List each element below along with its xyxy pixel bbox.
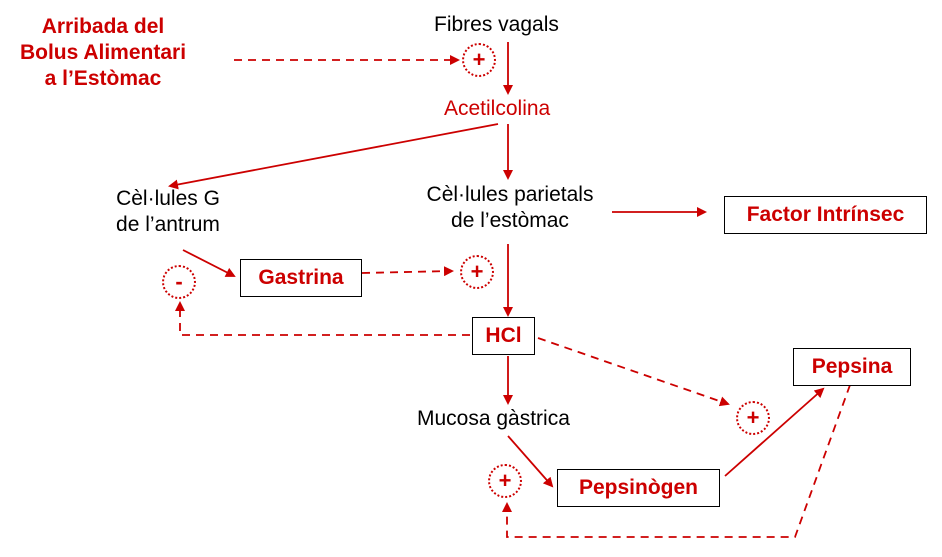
arrow-gastrin-to-parietal-plus xyxy=(361,266,454,277)
bolus-arrival-line3: a l’Estòmac xyxy=(44,67,162,90)
arrow-hcl-to-g-cells-minus xyxy=(175,301,470,336)
bolus-arrival-line1: Arribada del xyxy=(41,15,165,38)
arrow-g-cells-to-gastrin xyxy=(182,249,236,277)
arrow-pepsin-to-pepsinogen-plus xyxy=(502,384,851,538)
parietal-cells-label: Cèl·lules parietals de l’estòmac xyxy=(395,182,625,234)
acetylcholine-label: Acetilcolina xyxy=(444,97,551,120)
pepsin-box: Pepsina xyxy=(793,348,911,386)
arrow-hcl-to-pepsin-plus xyxy=(537,337,730,407)
parietal-cells-line2: de l’estòmac xyxy=(451,209,569,232)
vagal-fibres-label: Fibres vagals xyxy=(434,13,559,36)
bolus-arrival-line2: Bolus Alimentari xyxy=(19,41,187,64)
pepsinogen-plus-sign: + xyxy=(488,464,522,498)
arrow-mucosa-to-pepsinogen xyxy=(507,435,554,488)
gastric-mucosa-label: Mucosa gàstrica xyxy=(417,407,570,430)
bolus-arrival-label: Arribada del Bolus Alimentari a l’Estòma… xyxy=(8,14,198,92)
parietal-cells-line1: Cèl·lules parietals xyxy=(426,183,594,206)
intrinsic-factor-box: Factor Intrínsec xyxy=(724,196,927,234)
gastrin-box: Gastrina xyxy=(240,259,362,297)
hcl-box: HCl xyxy=(472,317,535,355)
g-cells-minus-sign: - xyxy=(162,265,196,299)
arrow-pepsinogen-to-pepsin xyxy=(724,387,825,477)
g-cells-line1: Cèl·lules G xyxy=(116,187,220,210)
vagal-plus-sign: + xyxy=(462,43,496,77)
g-cells-line2: de l’antrum xyxy=(116,213,220,236)
g-cells-label: Cèl·lules G de l’antrum xyxy=(88,186,248,238)
arrow-acetylcholine-to-g-cells xyxy=(168,123,499,190)
pepsin-plus-sign: + xyxy=(736,401,770,435)
pepsinogen-box: Pepsinògen xyxy=(557,469,720,507)
parietal-plus-sign: + xyxy=(460,255,494,289)
